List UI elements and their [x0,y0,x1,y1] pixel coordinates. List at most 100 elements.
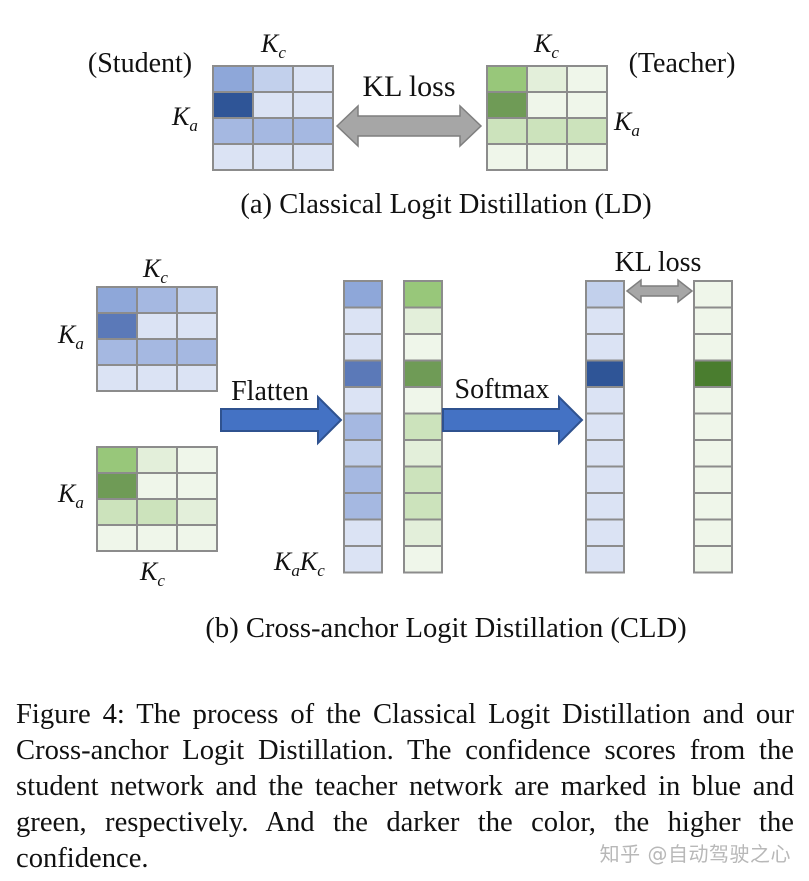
logit-cell [212,143,254,171]
logit-cell [343,333,383,362]
teacher-logit-grid [486,65,608,171]
logit-cell [343,439,383,468]
kakc-label: KaKc [273,547,325,580]
double-arrow-icon [625,278,694,304]
logit-cell [343,545,383,574]
logit-cell [693,465,733,494]
logit-cell [403,412,443,441]
logit-cell [252,143,294,171]
logit-cell [343,306,383,335]
softmax-label: Softmax [455,374,550,405]
logit-cell [526,65,568,93]
logit-cell [693,386,733,415]
student-ka-label: Ka [171,102,198,135]
logit-cell [136,338,178,366]
teacher-logit-grid [96,446,218,552]
panel-a: (Student) (Teacher) Kc Ka Kc Ka KL loss … [88,29,736,220]
logit-cell [96,312,138,340]
logit-cell [252,91,294,119]
softmax-student-column [585,280,625,574]
logit-cell [212,91,254,119]
logit-cell [176,472,218,500]
logit-cell [693,333,733,362]
logit-cell [585,412,625,441]
panel-b-caption: (b) Cross-anchor Logit Distillation (CLD… [205,613,686,644]
logit-cell [343,280,383,309]
student-kc-label: Kc [260,29,286,62]
logit-cell [486,65,528,93]
ka-bottom-label: Ka [57,479,84,512]
logit-cell [585,439,625,468]
figure-caption: Figure 4: The process of the Classical L… [16,699,794,874]
logit-cell [585,386,625,415]
logit-cell [526,91,568,119]
logit-cell [693,412,733,441]
student-logit-grid [212,65,334,171]
logit-cell [292,65,334,93]
kc-bottom-label: Kc [139,557,165,590]
logit-cell [176,498,218,526]
logit-cell [693,518,733,547]
logit-cell [96,446,138,474]
logit-cell [212,65,254,93]
watermark: 知乎 @自动驾驶之心 [599,842,791,866]
logit-cell [96,498,138,526]
logit-cell [403,333,443,362]
kl-loss-label-a: KL loss [362,70,455,103]
logit-cell [486,143,528,171]
logit-cell [252,65,294,93]
logit-cell [96,524,138,552]
logit-cell [292,143,334,171]
logit-cell [585,280,625,309]
logit-cell [252,117,294,145]
flattened-student-column [343,280,383,574]
logit-cell [176,312,218,340]
logit-cell [136,472,178,500]
logit-cell [96,338,138,366]
logit-cell [403,518,443,547]
flattened-teacher-column [403,280,443,574]
logit-cell [526,117,568,145]
logit-cell [585,465,625,494]
logit-cell [96,472,138,500]
logit-cell [566,91,608,119]
logit-cell [585,359,625,388]
logit-cell [585,518,625,547]
right-arrow-icon [442,394,584,446]
logit-cell [403,386,443,415]
logit-cell [526,143,568,171]
logit-cell [403,492,443,521]
logit-cell [693,545,733,574]
softmax-teacher-column [693,280,733,574]
kl-loss-label-b: KL loss [615,247,702,278]
right-arrow-icon [220,394,343,446]
logit-cell [136,312,178,340]
teacher-label: (Teacher) [629,48,736,79]
logit-cell [403,359,443,388]
logit-cell [212,117,254,145]
logit-cell [176,286,218,314]
logit-cell [176,364,218,392]
logit-cell [176,524,218,552]
logit-cell [566,65,608,93]
student-logit-grid [96,286,218,392]
logit-cell [343,359,383,388]
distillation-diagram: (Student) (Teacher) Kc Ka Kc Ka KL loss … [57,29,736,644]
logit-cell [693,280,733,309]
teacher-kc-label: Kc [533,29,559,62]
panel-b: Kc Ka Ka Kc Flatten Softmax KL loss KaKc… [57,247,733,644]
logit-cell [136,286,178,314]
panel-a-caption: (a) Classical Logit Distillation (LD) [240,189,651,220]
logit-cell [343,465,383,494]
logit-cell [566,143,608,171]
logit-cell [403,465,443,494]
logit-cell [343,492,383,521]
logit-cell [96,364,138,392]
logit-cell [585,545,625,574]
logit-cell [693,439,733,468]
logit-cell [96,286,138,314]
logit-cell [136,498,178,526]
ka-top-label: Ka [57,320,84,353]
logit-cell [693,492,733,521]
logit-cell [343,518,383,547]
